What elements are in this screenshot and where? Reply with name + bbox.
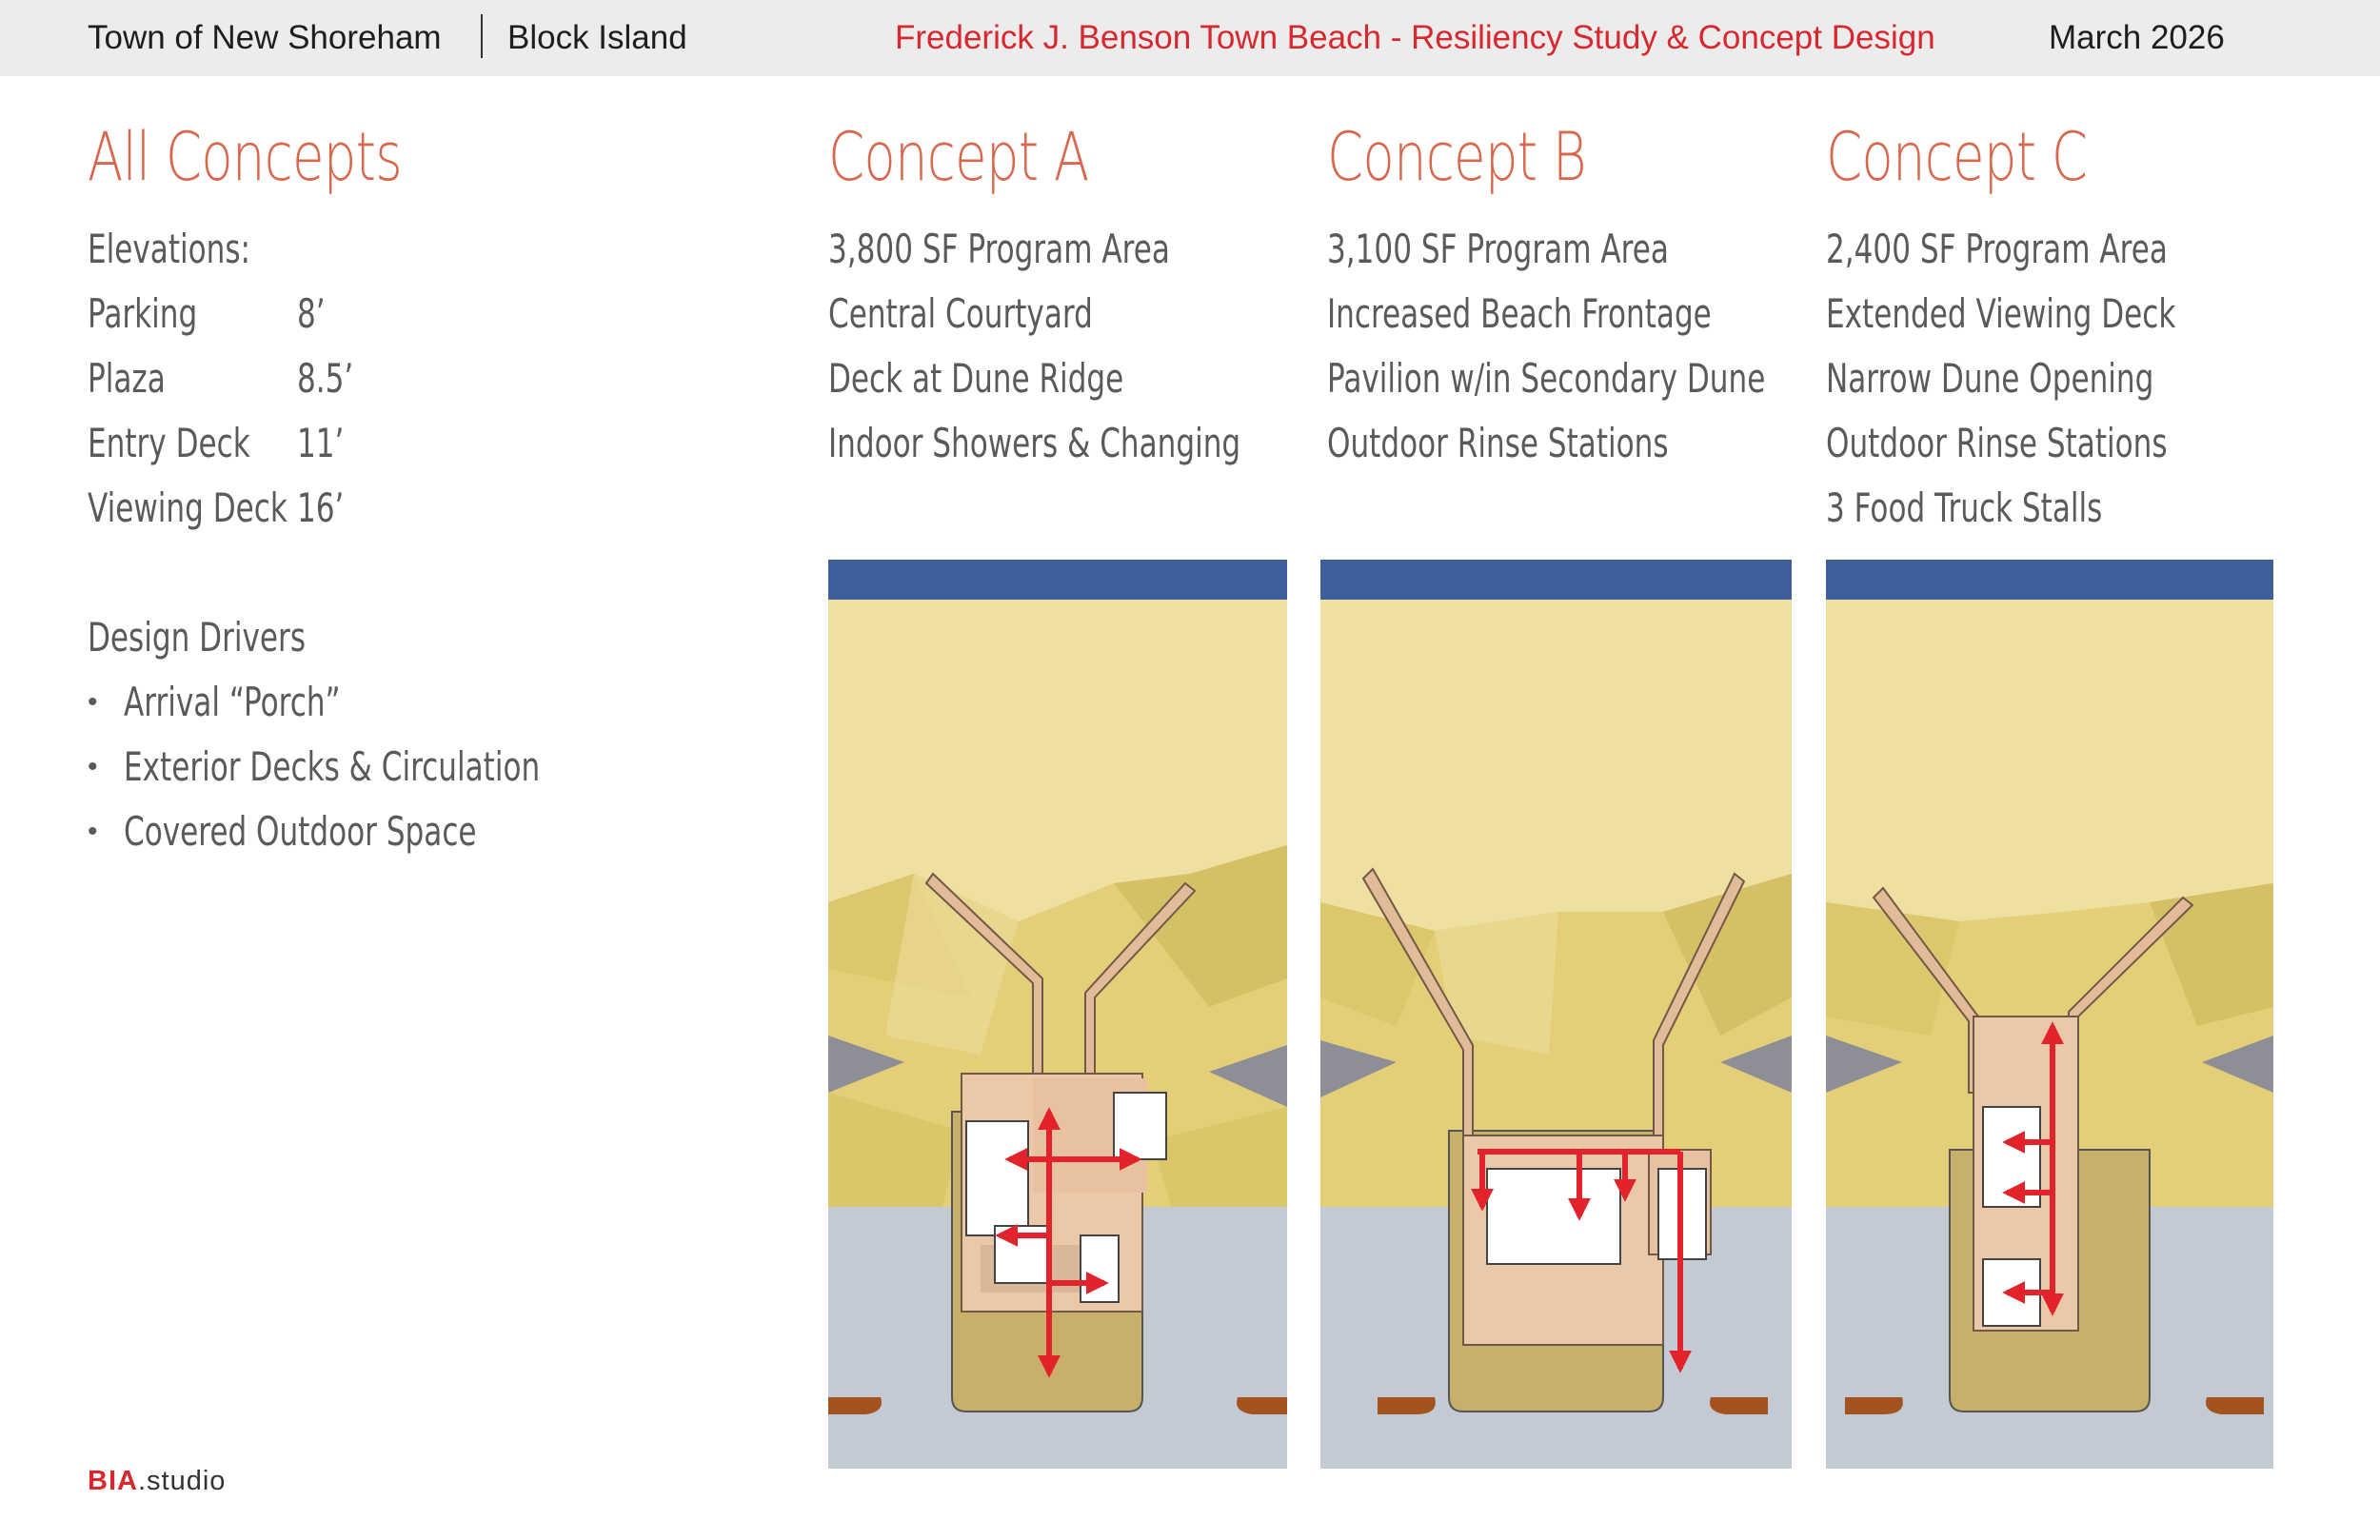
concept-c-item: 3 Food Truck Stalls [1826, 484, 2103, 531]
concept-a-title: Concept A [828, 118, 1089, 196]
elevation-value: 16’ [297, 484, 345, 531]
elevation-value: 8’ [297, 290, 326, 337]
concept-a-item: Deck at Dune Ridge [828, 355, 1124, 402]
concept-b-title: Concept B [1327, 118, 1587, 196]
bullet-icon: • [88, 751, 98, 782]
elevation-value: 8.5’ [297, 355, 354, 402]
concept-c-title: Concept C [1826, 118, 2088, 196]
concept-c-item: Outdoor Rinse Stations [1826, 420, 2168, 466]
elevations-label: Elevations: [88, 226, 251, 272]
bia-studio-logo: BIA.studio [88, 1466, 226, 1497]
concept-c-item: Extended Viewing Deck [1826, 290, 2176, 337]
concept-a-site-plan [828, 560, 1287, 1469]
header-bar: Town of New Shoreham Block Island Freder… [0, 0, 2380, 76]
concept-c-item: 2,400 SF Program Area [1826, 226, 2168, 272]
header-date: March 2026 [2049, 19, 2225, 56]
concept-a-item: Indoor Showers & Changing [828, 420, 1241, 466]
bullet-icon: • [88, 686, 98, 718]
header-divider [481, 14, 483, 58]
design-drivers-label: Design Drivers [88, 614, 307, 661]
all-concepts-title: All Concepts [88, 118, 403, 196]
concept-b-item: Pavilion w/in Secondary Dune [1327, 355, 1766, 402]
elevation-value: 11’ [297, 420, 345, 466]
island-name: Block Island [507, 19, 687, 56]
concept-b-site-plan [1320, 560, 1792, 1469]
project-title: Frederick J. Benson Town Beach - Resilie… [895, 19, 1935, 56]
elevation-label: Entry Deck [88, 420, 250, 466]
concept-a-item: 3,800 SF Program Area [828, 226, 1170, 272]
design-driver-item: Exterior Decks & Circulation [124, 743, 541, 790]
concept-a-item: Central Courtyard [828, 290, 1093, 337]
elevation-label: Plaza [88, 355, 166, 402]
elevation-label: Viewing Deck [88, 484, 288, 531]
town-name: Town of New Shoreham [88, 19, 442, 56]
logo-bold: BIA [88, 1466, 138, 1496]
concept-b-item: Outdoor Rinse Stations [1327, 420, 1669, 466]
elevation-label: Parking [88, 290, 198, 337]
concept-c-item: Narrow Dune Opening [1826, 355, 2154, 402]
concept-b-item: Increased Beach Frontage [1327, 290, 1712, 337]
logo-rest: .studio [137, 1466, 227, 1496]
bullet-icon: • [88, 816, 98, 847]
design-driver-item: Covered Outdoor Space [124, 808, 477, 855]
design-driver-item: Arrival “Porch” [124, 679, 341, 725]
concept-c-site-plan [1826, 560, 2273, 1469]
concept-b-item: 3,100 SF Program Area [1327, 226, 1669, 272]
